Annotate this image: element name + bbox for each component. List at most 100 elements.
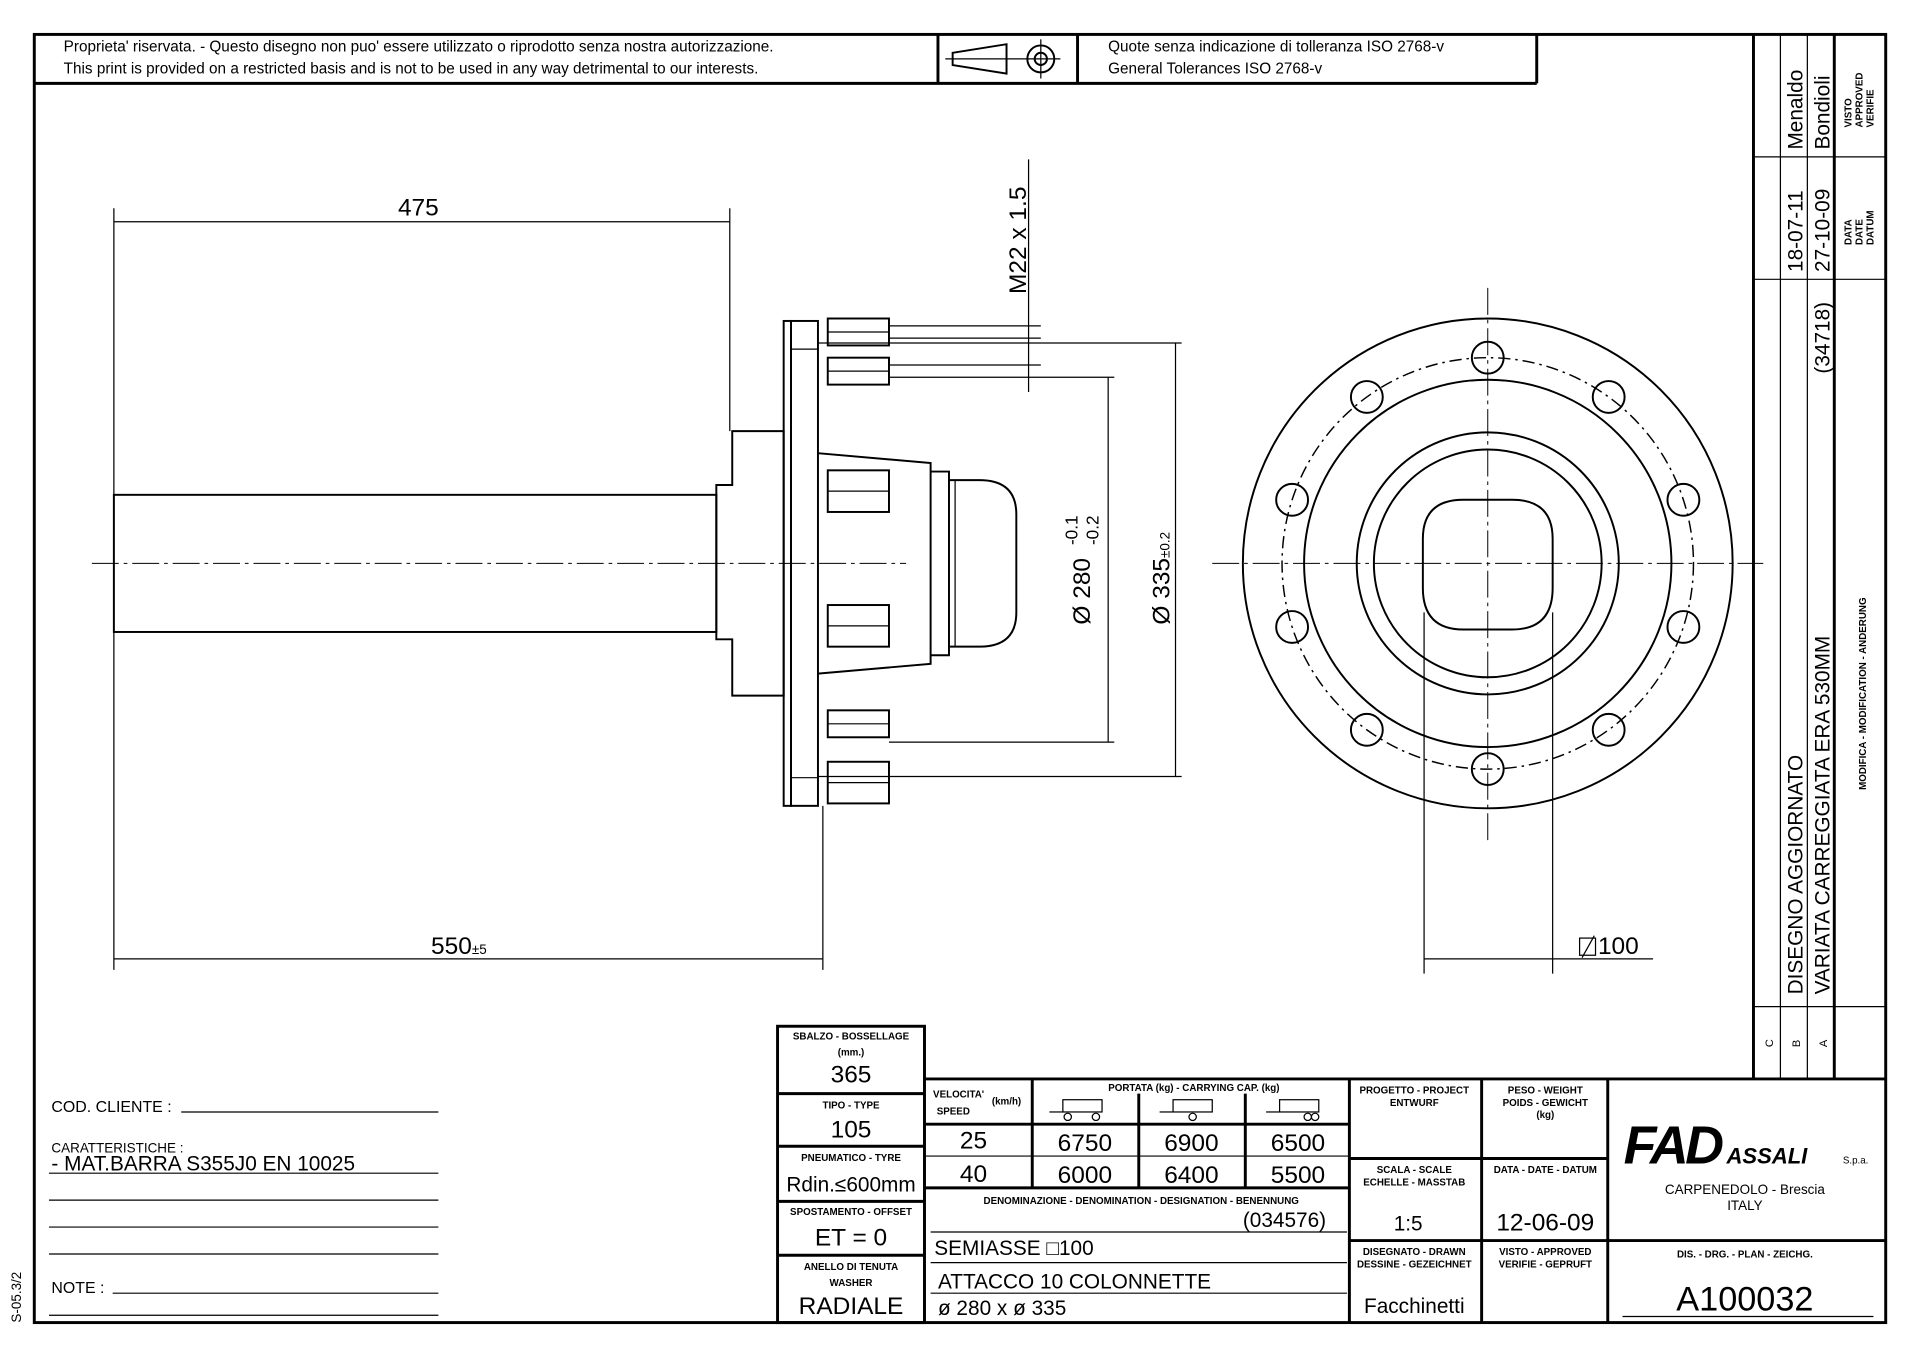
capacity-40-a: 6000 <box>1058 1162 1112 1189</box>
project-label-1: PROGETTO - PROJECT <box>1359 1086 1469 1097</box>
dimension-550: 550±5 <box>431 933 487 960</box>
tolerance-italian: Quote senza indicazione di tolleranza IS… <box>1108 39 1444 56</box>
speed-unit: (km/h) <box>992 1097 1021 1108</box>
tolerance-english: General Tolerances ISO 2768-v <box>1108 61 1322 78</box>
approved-label-1: VISTO - APPROVED <box>1499 1247 1591 1258</box>
drawing-number: A100032 <box>1676 1280 1813 1318</box>
tyre-label: PNEUMATICO - TYRE <box>801 1153 901 1164</box>
title-block: PROGETTO - PROJECT ENTWURF PESO - WEIGHT… <box>1349 1078 1886 1323</box>
axle-side-view: 475 550±5 M22 x 1.5 Ø 280 -0.1 -0.2 Ø 33… <box>91 159 1182 970</box>
header-block: Proprieta' riservata. - Questo disegno n… <box>34 34 1539 85</box>
overhang-label: SBALZO - BOSSELLAGE <box>793 1032 910 1043</box>
offset-label: SPOSTAMENTO - OFFSET <box>790 1207 912 1218</box>
designation-code: (034576) <box>1243 1209 1326 1232</box>
date-label: DATA - DATE - DATUM <box>1494 1165 1597 1176</box>
weight-label-2: POIDS - GEWICHT <box>1503 1098 1588 1109</box>
date-label-3: DATUM <box>1865 210 1876 245</box>
scale-label-2: ECHELLE - MASSTAB <box>1363 1177 1465 1188</box>
bolt-hole <box>1349 380 1384 414</box>
bolt-hole <box>1591 712 1626 747</box>
approved-label-1: VISTO <box>1843 98 1854 128</box>
dimension-280-tol-lower: -0.2 <box>1082 516 1102 546</box>
revision-a-ref: (34718) <box>1811 302 1834 374</box>
bolt-hole <box>1666 610 1701 644</box>
designation-name: SEMIASSE <box>934 1237 1040 1260</box>
designation-line-1: SEMIASSE □100 <box>934 1237 1093 1260</box>
bolt-hole <box>1470 340 1505 375</box>
dimension-335-tolerance: ±0.2 <box>1157 532 1172 558</box>
drawing-border <box>32 32 1888 1325</box>
approved-label-2: VERIFIE - GEPRUFT <box>1499 1259 1592 1270</box>
revision-b-description: DISEGNO AGGIORNATO <box>1784 755 1807 995</box>
dimension-475: 475 <box>398 195 439 222</box>
overhang-unit: (mm.) <box>838 1048 865 1059</box>
characteristics-value: - MAT.BARRA S355J0 EN 10025 <box>51 1153 355 1176</box>
dimension-335-value: Ø 335 <box>1148 558 1175 625</box>
capacity-25-b: 6900 <box>1164 1130 1218 1157</box>
trailer-two-axle-icon <box>1049 1099 1103 1122</box>
trailer-single-axle-icon <box>1159 1099 1213 1122</box>
date-value: 12-06-09 <box>1496 1210 1594 1237</box>
first-angle-projection-icon <box>945 39 1061 79</box>
side-code: S-05.3/2 <box>9 1272 24 1323</box>
square-section-icon <box>1578 935 1597 958</box>
drawn-label-2: DESSINE - GEZEICHNET <box>1357 1259 1472 1270</box>
trailer-tandem-axle-icon <box>1266 1099 1320 1122</box>
approved-label-3: VERIFIE <box>1865 89 1876 128</box>
revision-table: C B A DISEGNO AGGIORNATO VARIATA CARREGG… <box>1752 34 1886 1078</box>
drawn-label-1: DISEGNATO - DRAWN <box>1363 1247 1466 1258</box>
company-logo-assali: ASSALI <box>1726 1143 1809 1168</box>
dimension-square-100: 100 <box>1598 933 1639 960</box>
capacity-40-b: 6400 <box>1164 1162 1218 1189</box>
dimension-280: Ø 280 <box>1069 558 1096 625</box>
bolt-hole <box>1275 610 1310 644</box>
client-code-label: COD. CLIENTE : <box>51 1099 171 1116</box>
weight-label-3: (kg) <box>1536 1110 1554 1121</box>
date-label-2: DATE <box>1854 219 1865 245</box>
designation-size: 100 <box>1059 1237 1094 1260</box>
capacity-table: VELOCITA' SPEED (km/h) PORTATA (kg) - CA… <box>924 1077 1886 1323</box>
characteristics-label: CARATTERISTICHE : <box>51 1140 183 1155</box>
weight-label-1: PESO - WEIGHT <box>1508 1086 1583 1097</box>
dimension-335: Ø 335±0.2 <box>1148 532 1175 625</box>
company-logo: FAD ASSALI S.p.a. <box>1624 1115 1869 1175</box>
bolt-hole <box>1349 712 1384 747</box>
speed-label-2: SPEED <box>937 1106 970 1117</box>
modification-label: MODIFICA - MODIFICATION - ANDERUNG <box>1858 597 1869 790</box>
revision-c-letter: C <box>1764 1039 1776 1047</box>
wheel-stud-group <box>817 317 1182 805</box>
washer-label-1: ANELLO DI TENUTA <box>804 1262 898 1273</box>
dimension-550-tolerance: ±5 <box>472 942 487 957</box>
spec-column: SBALZO - BOSSELLAGE (mm.) 365 TIPO - TYP… <box>776 1024 926 1325</box>
company-logo-fad: FAD <box>1624 1115 1723 1175</box>
type-value: 105 <box>831 1117 872 1144</box>
revision-b-approver: Menaldo <box>1784 70 1807 150</box>
drawing-number-label: DIS. - DRG. - PLAN - ZEICHG. <box>1677 1250 1813 1261</box>
notice-italian: Proprieta' riservata. - Questo disegno n… <box>64 39 774 56</box>
company-country: ITALY <box>1727 1198 1762 1213</box>
approved-label-2: APPROVED <box>1854 73 1865 128</box>
offset-value: ET = 0 <box>815 1224 887 1251</box>
capacity-label: PORTATA (kg) - CARRYING CAP. (kg) <box>1108 1083 1279 1094</box>
washer-label-2: WASHER <box>830 1278 873 1289</box>
revision-a-date: 27-10-09 <box>1811 189 1834 272</box>
notice-english: This print is provided on a restricted b… <box>64 61 759 78</box>
bolt-hole <box>1666 482 1701 517</box>
dimension-280-tol-upper: -0.1 <box>1062 516 1082 546</box>
dimension-550-value: 550 <box>431 933 472 960</box>
capacity-25-c: 6500 <box>1271 1130 1325 1157</box>
speed-label-1: VELOCITA' <box>933 1089 984 1100</box>
capacity-40-c: 5500 <box>1271 1162 1325 1189</box>
company-suffix: S.p.a. <box>1843 1155 1869 1166</box>
designation-line-3: ø 280 x ø 335 <box>938 1297 1066 1320</box>
revision-b-date: 18-07-11 <box>1784 190 1807 272</box>
flange-front-view: 100 <box>1212 287 1764 974</box>
washer-value: RADIALE <box>799 1293 904 1320</box>
bolt-hole <box>1470 752 1505 787</box>
revision-a-approver: Bondioli <box>1811 76 1834 150</box>
bolt-hole <box>1275 482 1310 517</box>
bolt-hole <box>1591 380 1626 414</box>
drawn-value: Facchinetti <box>1364 1295 1465 1318</box>
revision-b-letter: B <box>1791 1040 1803 1047</box>
